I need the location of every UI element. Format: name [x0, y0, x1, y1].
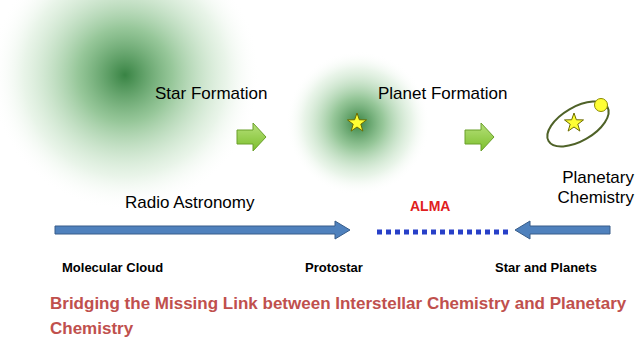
orbit [540, 92, 616, 155]
protostar-cloud [286, 51, 430, 195]
instrument-label: ALMA [410, 198, 470, 215]
protostar-star [347, 113, 366, 131]
molecular-cloud [0, 0, 260, 210]
stage-label: Star and Planets [495, 260, 633, 276]
radio-astronomy-arrow [55, 221, 350, 239]
process-label: Planet Formation [378, 84, 553, 104]
planet [595, 99, 608, 112]
planetary-chemistry-arrow [515, 221, 610, 239]
method-label: Planetary Chemistry [545, 168, 634, 209]
caption: Bridging the Missing Link between Inters… [50, 292, 630, 341]
alma-dotted-link [377, 230, 512, 235]
stage-label: Molecular Cloud [62, 260, 202, 276]
stage-label: Protostar [305, 260, 395, 276]
star-formation-arrow [237, 123, 266, 151]
central-star [564, 113, 583, 131]
process-label: Star Formation [155, 84, 305, 104]
planet-formation-arrow [465, 123, 494, 151]
method-label: Radio Astronomy [125, 193, 305, 213]
